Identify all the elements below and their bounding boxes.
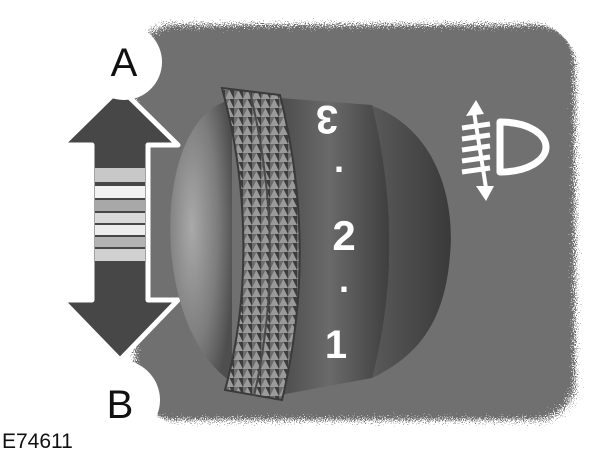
dial-number-1: 1 bbox=[325, 323, 347, 367]
dial-separator-lower: . bbox=[339, 259, 349, 300]
label-b-marker: B bbox=[80, 360, 160, 440]
dial-number-2: 2 bbox=[332, 212, 355, 259]
dial-separator-upper: . bbox=[334, 139, 344, 180]
label-a: A bbox=[111, 41, 138, 85]
figure-code: E74611 bbox=[2, 430, 73, 453]
headlamp-levelling-icon bbox=[461, 100, 550, 201]
dial-number-3: 3 bbox=[316, 97, 338, 141]
label-a-marker: A bbox=[86, 24, 162, 100]
label-b: B bbox=[107, 383, 134, 427]
headlamp-levelling-dial: 3 . 2 . 1 bbox=[170, 86, 451, 402]
